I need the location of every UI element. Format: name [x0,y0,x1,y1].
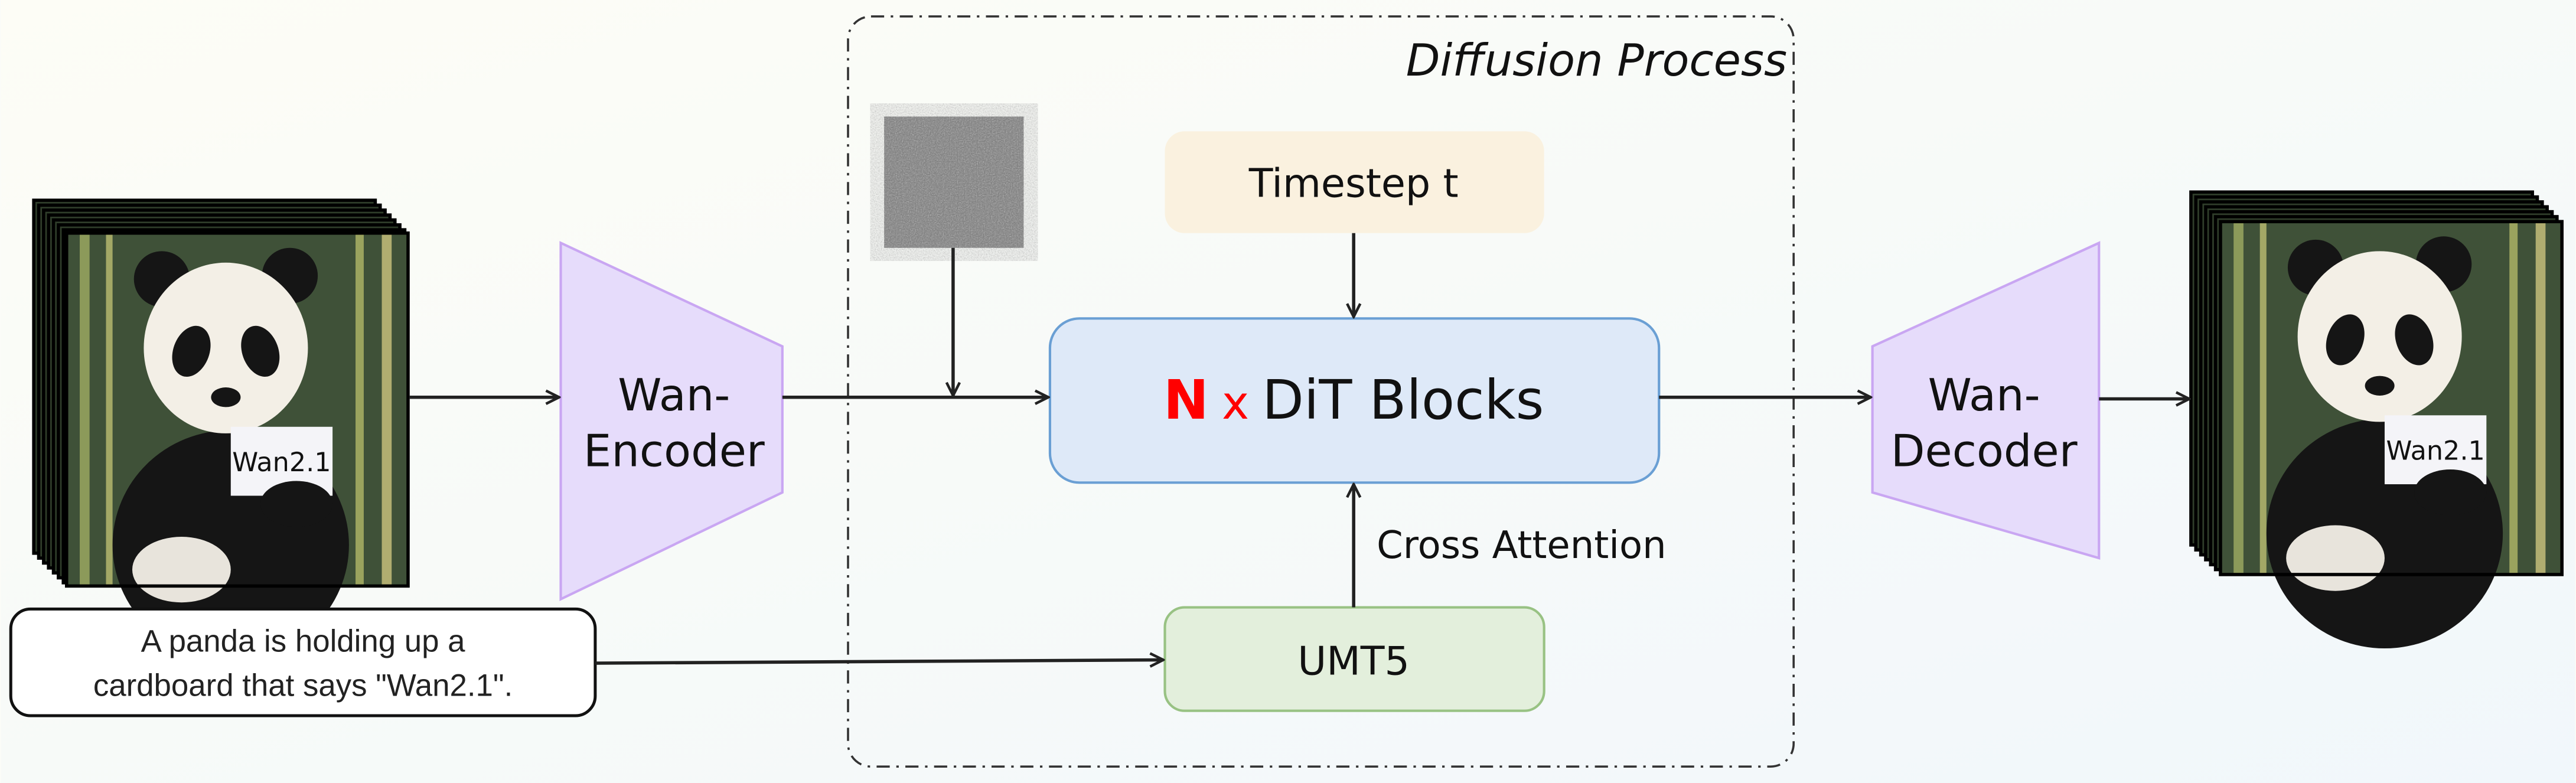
noise-texture [884,116,1024,248]
timestep-box [1165,131,1544,233]
umt5-label: UMT5 [1297,638,1410,684]
input-sign-text: Wan2.1 [232,448,331,478]
dit-label: DiT Blocks [1262,368,1544,432]
arrow-prompt-to-umt5 [595,660,1163,664]
input-video-frames: Wan2.1 [32,198,410,660]
diffusion-process-container [847,15,1795,768]
dit-multiplier: N [1163,368,1209,432]
output-sign-text: Wan2.1 [2386,436,2484,466]
cross-attention-label: Cross Attention [1377,524,1667,567]
wan-encoder-block [559,241,784,601]
output-video-frames: Wan2.1 [2189,190,2564,649]
timestep-label: Timestep t [1248,161,1459,207]
decoder-label-line1: Wan- [1928,369,2040,421]
dit-times: x [1222,377,1249,430]
decoder-label-line2: Decoder [1891,425,2078,477]
encoder-label-line2: Encoder [583,425,765,477]
encoder-label-line1: Wan- [618,369,730,421]
wan-decoder-block [1871,241,2101,560]
prompt-line2: cardboard that says "Wan2.1". [93,668,513,703]
diffusion-process-label: Diffusion Process [1406,34,1787,86]
prompt-line1: A panda is holding up a [141,624,466,659]
